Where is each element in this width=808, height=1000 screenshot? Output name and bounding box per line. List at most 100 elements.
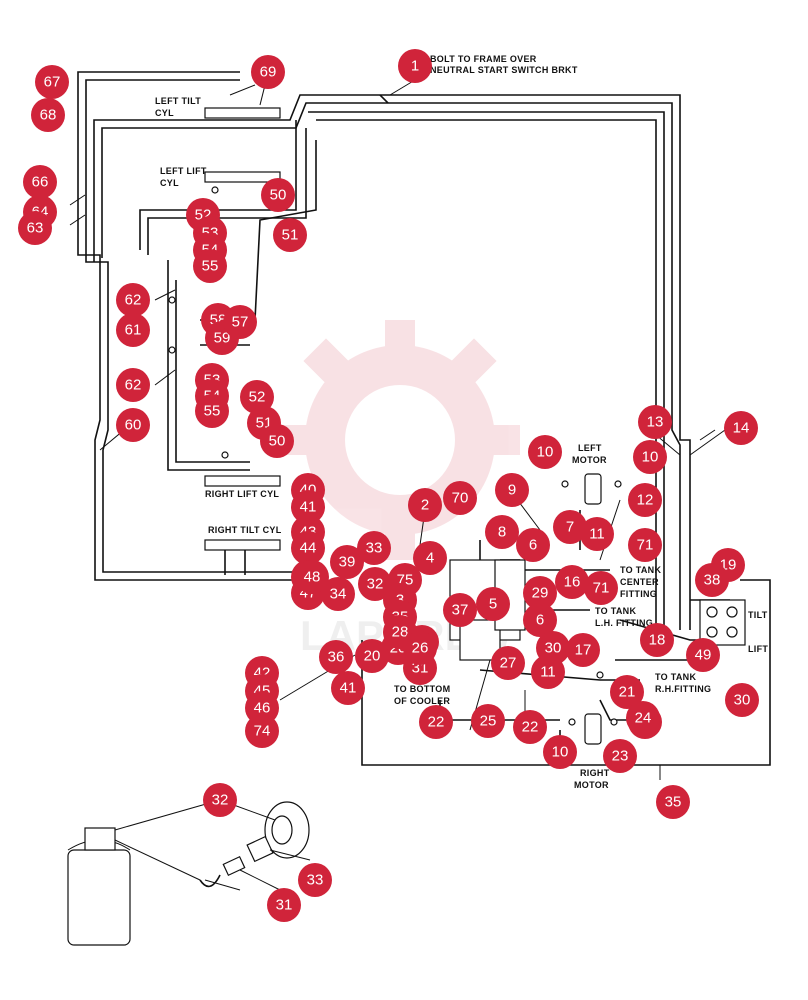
callout-10: 10 [633,440,667,474]
callout-bubble [240,380,274,414]
callout-number: 41 [300,499,317,516]
callout-number: 26 [412,640,429,657]
callout-number: 22 [428,714,445,731]
callout-number: 8 [498,524,506,541]
callout-number: 4 [426,550,434,567]
callout-2: 2 [408,488,442,522]
callout-number: 67 [44,74,61,91]
callout-number: 34 [330,586,347,603]
callout-13: 13 [638,405,672,439]
callout-27: 27 [491,646,525,680]
callout-group: 1696768666463505152535455626158595762535… [18,49,759,922]
callout-number: 52 [249,389,266,406]
callout-number: 9 [508,482,516,499]
callout-bubble [355,639,389,673]
callout-number: 69 [260,64,277,81]
callout-bubble [724,411,758,445]
callout-number: 6 [529,537,537,554]
callout-bubble [408,488,442,522]
callout-bubble [633,440,667,474]
callout-number: 32 [367,576,384,593]
callout-22: 22 [419,705,453,739]
callout-bubble [580,517,614,551]
callout-number: 32 [212,792,229,809]
callout-50: 50 [261,178,295,212]
callout-bubble [116,313,150,347]
callout-bubble [553,510,587,544]
callout-number: 29 [532,585,549,602]
callout-14: 14 [724,411,758,445]
callout-bubble [295,560,329,594]
callout-number: 11 [540,664,556,681]
callout-bubble [419,705,453,739]
callout-number: 63 [27,220,44,237]
callout-bubble [725,683,759,717]
callout-21: 21 [610,675,644,709]
callout-1: 1 [398,49,432,83]
callout-bubble [358,567,392,601]
callout-bubble [116,283,150,317]
callout-number: 51 [282,227,299,244]
callout-bubble [443,593,477,627]
callout-39: 39 [330,545,364,579]
callout-number: 71 [593,580,610,597]
callout-number: 62 [125,292,142,309]
callout-bubble [413,541,447,575]
callout-number: 66 [32,174,49,191]
label-bolt-to-frame: BOLT TO FRAME OVER [430,54,537,64]
callout-bubble [319,640,353,674]
callout-32: 32 [358,567,392,601]
label-tank-center-2: CENTER [620,577,659,587]
callout-number: 46 [254,700,271,717]
callout-bubble [23,165,57,199]
callout-32: 32 [203,783,237,817]
callout-22: 22 [513,710,547,744]
callout-bubble [686,638,720,672]
diagram-labels: BOLT TO FRAME OVER NEUTRAL START SWITCH … [155,54,768,790]
label-tank-rh: TO TANK [655,672,696,682]
label-right-motor-2: MOTOR [574,780,609,790]
callout-bubble [35,65,69,99]
callout-33: 33 [298,863,332,897]
callout-10: 10 [528,435,562,469]
callout-number: 31 [276,897,293,914]
label-cooler-2: OF COOLER [394,696,450,706]
label-left-tilt-cyl: CYL [155,108,174,118]
label-neutral-start: NEUTRAL START SWITCH BRKT [430,65,578,75]
label-cooler: TO BOTTOM [394,684,450,694]
callout-bubble [656,785,690,819]
callout-bubble [626,701,660,735]
callout-74: 74 [245,714,279,748]
callout-7: 7 [553,510,587,544]
callout-number: 23 [612,748,629,765]
callout-bubble [628,483,662,517]
callout-number: 13 [647,414,664,431]
callout-11: 11 [531,655,565,689]
label-tank-center-3: FITTING [620,589,657,599]
callout-bubble [291,531,325,565]
callout-66: 66 [23,165,57,199]
callout-bubble [193,249,227,283]
callout-17: 17 [566,633,600,667]
callout-number: 18 [649,632,666,649]
callout-11: 11 [580,517,614,551]
callout-number: 39 [339,554,356,571]
callout-10: 10 [543,735,577,769]
callout-24: 24 [626,701,660,735]
callout-bubble [203,783,237,817]
callout-number: 59 [214,330,231,347]
callout-bubble [513,710,547,744]
label-right-motor: RIGHT [580,768,610,778]
callout-bubble [251,55,285,89]
callout-number: 60 [125,417,142,434]
callout-number: 10 [642,449,659,466]
callout-4: 4 [413,541,447,575]
callout-number: 61 [125,322,142,339]
callout-6: 6 [523,603,557,637]
callout-57: 57 [223,305,257,339]
callout-67: 67 [35,65,69,99]
callout-bubble [516,528,550,562]
callout-63: 63 [18,211,52,245]
callout-bubble [640,623,674,657]
